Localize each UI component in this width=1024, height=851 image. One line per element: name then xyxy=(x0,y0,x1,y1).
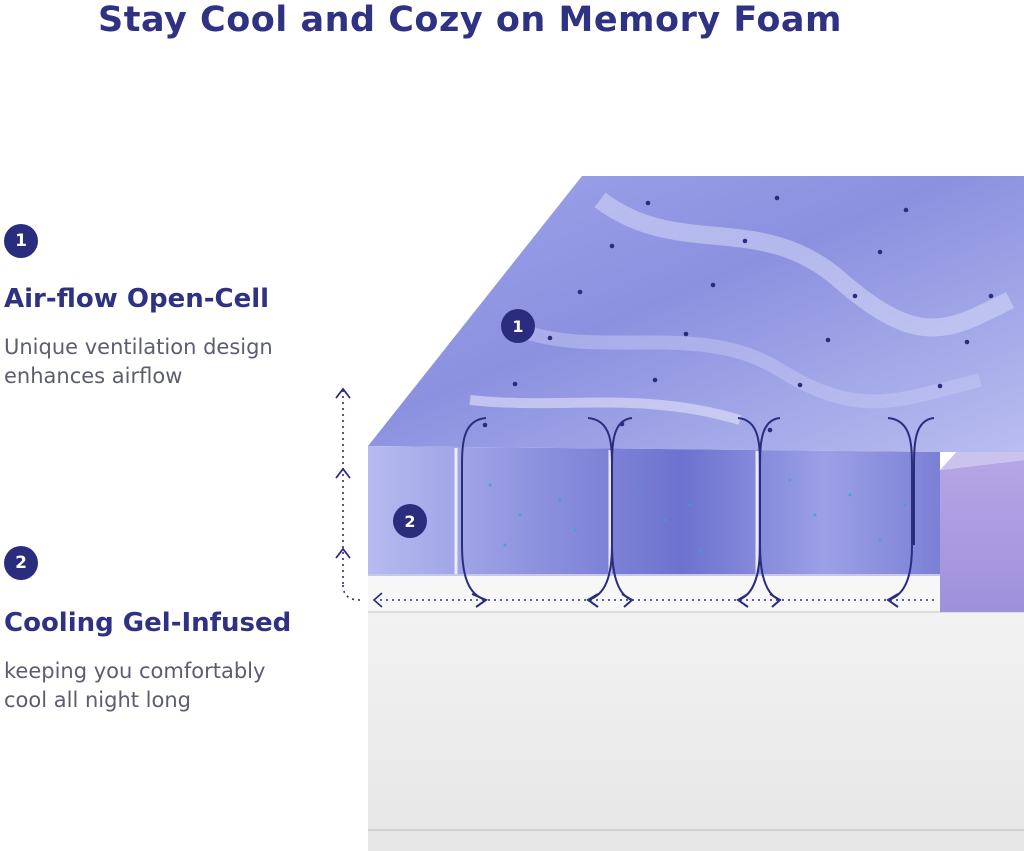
width-dimension-arrows xyxy=(342,584,935,608)
illustration-marker-1: 1 xyxy=(501,309,535,343)
feature-1-description: Unique ventilation design enhances airfl… xyxy=(4,335,273,388)
foam-top-surface xyxy=(368,176,1024,452)
illustration-marker-2-label: 2 xyxy=(404,512,415,531)
foam-side-gel-layer xyxy=(368,446,940,576)
mattress-base xyxy=(368,575,1024,851)
height-arrow-heads xyxy=(335,387,351,559)
feature-2-number-badge: 2 xyxy=(4,546,38,580)
feature-2-description: keeping you comfortably cool all night l… xyxy=(4,659,266,712)
illustration-marker-2: 2 xyxy=(393,504,427,538)
segment-brackets xyxy=(461,417,935,608)
feature-2-title: Cooling Gel-Infused xyxy=(4,608,292,638)
feature-1-number-badge: 1 xyxy=(4,224,38,258)
stacked-foam-piece xyxy=(940,440,1024,612)
feature-1-title: Air-flow Open-Cell xyxy=(4,284,270,314)
ventilation-holes xyxy=(482,195,994,433)
illustration-marker-1-label: 1 xyxy=(512,317,523,336)
page-title: Stay Cool and Cozy on Memory Foam xyxy=(98,0,842,40)
